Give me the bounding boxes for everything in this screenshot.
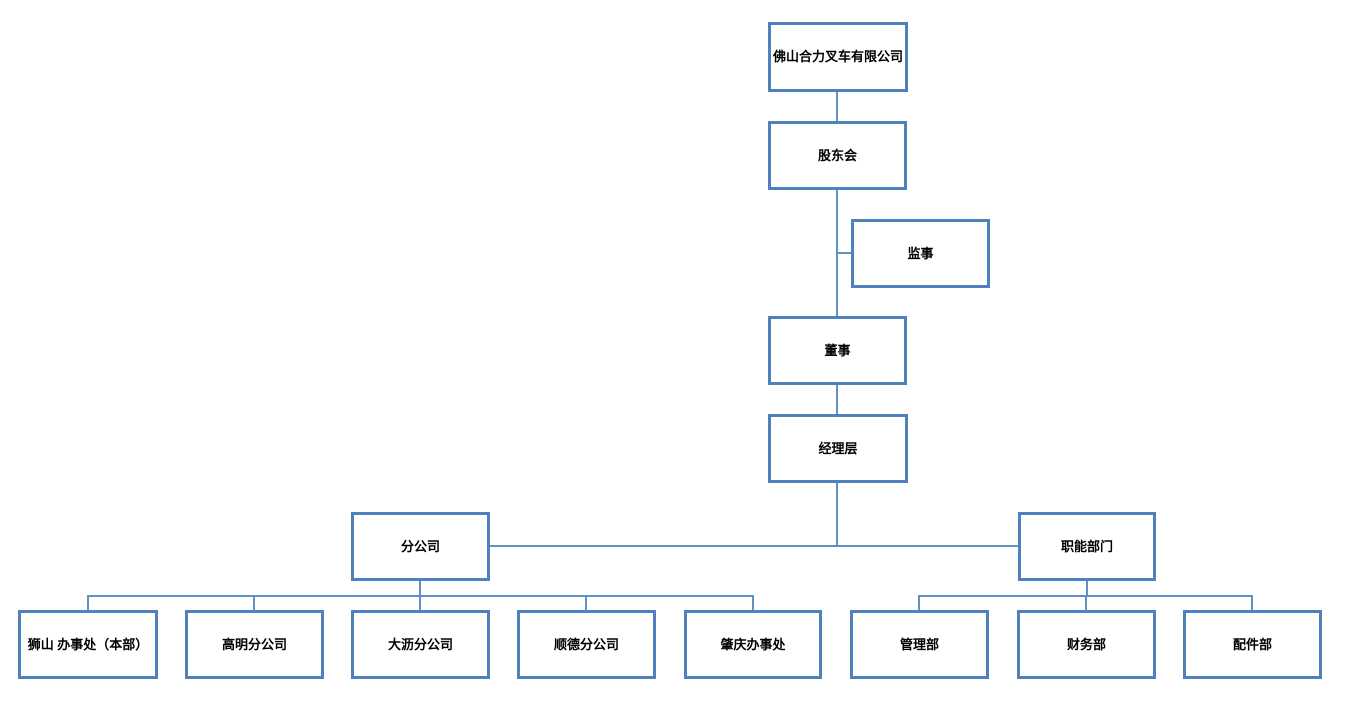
- node-company[interactable]: 佛山合力叉车有限公司: [768, 22, 908, 92]
- node-functional-label: 职能部门: [1060, 538, 1113, 554]
- node-director-label: 董事: [824, 342, 851, 358]
- connector-stub-shishan: [87, 595, 89, 610]
- connector-stub-management-dept: [918, 595, 920, 610]
- connector-branches-functional-bus: [490, 545, 1018, 547]
- node-shishan-office[interactable]: 狮山 办事处（本部）: [18, 610, 158, 679]
- node-parts-dept[interactable]: 配件部: [1183, 610, 1322, 679]
- node-zhaoqing-office[interactable]: 肇庆办事处: [684, 610, 822, 679]
- connector-stub-shunde: [585, 595, 587, 610]
- node-director[interactable]: 董事: [768, 316, 907, 385]
- node-gaoming-branch[interactable]: 高明分公司: [185, 610, 324, 679]
- node-zhaoqing-office-label: 肇庆办事处: [720, 636, 786, 652]
- connector-stub-finance-dept: [1085, 595, 1087, 610]
- node-shunde-branch-label: 顺德分公司: [553, 636, 619, 652]
- node-company-label: 佛山合力叉车有限公司: [773, 49, 904, 65]
- node-dali-branch-label: 大沥分公司: [387, 636, 453, 652]
- node-management[interactable]: 经理层: [768, 414, 908, 483]
- connector-company-shareholders: [836, 92, 838, 121]
- connector-branches-drop: [419, 581, 421, 596]
- node-supervisor[interactable]: 监事: [851, 219, 990, 288]
- node-management-label: 经理层: [818, 440, 858, 456]
- node-shunde-branch[interactable]: 顺德分公司: [517, 610, 656, 679]
- node-finance-dept[interactable]: 财务部: [1017, 610, 1156, 679]
- node-shishan-office-label: 狮山 办事处（本部）: [27, 636, 149, 652]
- connector-shareholders-supervisor: [838, 252, 851, 254]
- connector-management-drop: [836, 483, 838, 546]
- node-management-dept[interactable]: 管理部: [850, 610, 989, 679]
- node-shareholders[interactable]: 股东会: [768, 121, 907, 190]
- connector-stub-zhaoqing: [752, 595, 754, 610]
- node-gaoming-branch-label: 高明分公司: [221, 636, 287, 652]
- connector-stub-parts-dept: [1251, 595, 1253, 610]
- connector-stub-gaoming: [253, 595, 255, 610]
- connector-shareholders-director: [836, 190, 838, 316]
- node-branches-label: 分公司: [400, 538, 440, 554]
- connector-functional-drop: [1086, 581, 1088, 596]
- node-management-dept-label: 管理部: [899, 636, 939, 652]
- node-functional[interactable]: 职能部门: [1018, 512, 1156, 581]
- node-dali-branch[interactable]: 大沥分公司: [351, 610, 490, 679]
- connector-stub-dali: [419, 595, 421, 610]
- node-shareholders-label: 股东会: [817, 147, 857, 163]
- node-finance-dept-label: 财务部: [1066, 636, 1106, 652]
- node-branches[interactable]: 分公司: [351, 512, 490, 581]
- node-supervisor-label: 监事: [907, 245, 934, 261]
- node-parts-dept-label: 配件部: [1232, 636, 1272, 652]
- connector-director-management: [836, 385, 838, 414]
